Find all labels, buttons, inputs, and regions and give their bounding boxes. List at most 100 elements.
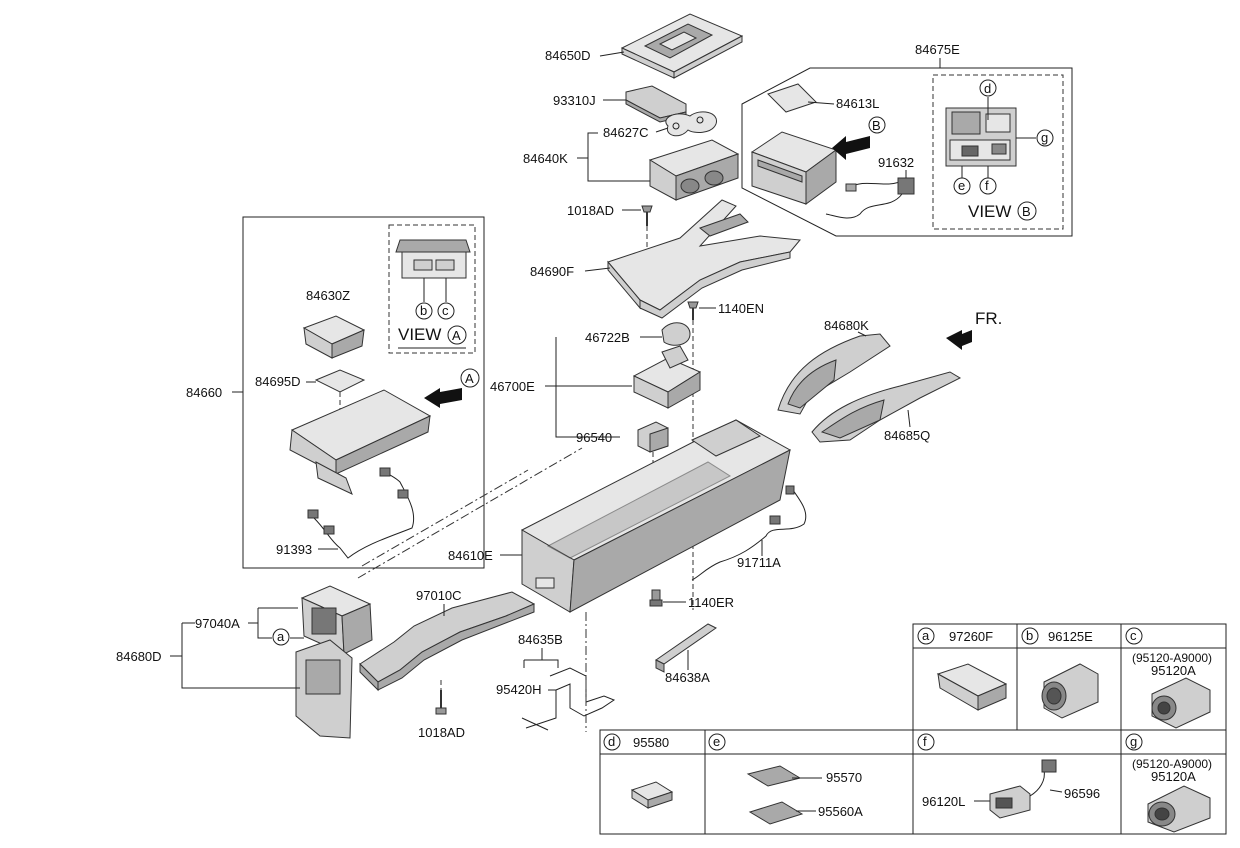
svg-text:A: A xyxy=(452,328,461,343)
svg-text:g: g xyxy=(1130,734,1137,749)
fr-arrow xyxy=(946,330,972,350)
bolt-1018AD-bottom xyxy=(435,690,447,715)
panel-84680D xyxy=(295,639,353,739)
bolt-1018AD-top xyxy=(641,205,653,226)
callout-f-viewB: f xyxy=(979,177,997,195)
label-84635B: 84635B xyxy=(518,632,563,647)
harness-91711A xyxy=(691,485,807,581)
label-46700E: 46700E xyxy=(490,379,535,394)
svg-text:g: g xyxy=(1041,130,1048,145)
viewB-part xyxy=(945,107,1017,167)
mat-84627C xyxy=(665,111,717,137)
panel-84685Q xyxy=(811,371,962,443)
svg-text:e: e xyxy=(713,734,720,749)
svg-text:B: B xyxy=(872,118,881,133)
label-97010C: 97010C xyxy=(416,588,462,603)
arrow-B-view xyxy=(832,136,870,160)
bracket-84638A xyxy=(655,623,717,673)
label-84695D: 84695D xyxy=(255,374,301,389)
panel-84680K xyxy=(777,333,891,415)
table-g-part: 95120A xyxy=(1151,769,1196,784)
label-84660: 84660 xyxy=(186,385,222,400)
label-91632: 91632 xyxy=(878,155,914,170)
label-84627C: 84627C xyxy=(603,125,649,140)
table-g-sub: (95120-A9000) xyxy=(1132,757,1212,771)
label-91393: 91393 xyxy=(276,542,312,557)
tray-84630Z xyxy=(302,315,366,359)
svg-text:c: c xyxy=(442,303,449,318)
label-97040A: 97040A xyxy=(195,616,240,631)
sheet-84613L xyxy=(767,83,817,113)
bolt-1140ER xyxy=(649,589,663,607)
svg-text:A: A xyxy=(465,371,474,386)
pad-84695D xyxy=(314,369,366,393)
svg-text:d: d xyxy=(984,81,991,96)
table-cell-d: d 95580 xyxy=(603,733,674,809)
callout-A-view: A xyxy=(447,325,467,345)
label-84630Z: 84630Z xyxy=(306,288,350,303)
table-d-part: 95580 xyxy=(633,735,669,750)
switch-96540 xyxy=(637,421,669,453)
callout-A-arrow: A xyxy=(424,368,480,408)
callout-g-viewB: g xyxy=(1036,129,1054,147)
harness-91632 xyxy=(825,177,915,219)
view-b-label: VIEW xyxy=(968,202,1011,221)
label-1140ER: 1140ER xyxy=(688,595,734,610)
table-c-part: 95120A xyxy=(1151,663,1196,678)
table-e-part1: 95570 xyxy=(826,770,862,785)
svg-text:e: e xyxy=(958,178,965,193)
bracket-95420H xyxy=(521,667,616,731)
label-96540: 96540 xyxy=(576,430,612,445)
label-84685Q: 84685Q xyxy=(884,428,930,443)
table-c-sub: (95120-A9000) xyxy=(1132,651,1212,665)
label-1018AD-bottom: 1018AD xyxy=(418,725,465,740)
callout-e-viewB: e xyxy=(953,177,971,195)
svg-text:f: f xyxy=(985,178,989,193)
label-91711A: 91711A xyxy=(737,555,781,570)
table-f-part1: 96120L xyxy=(922,794,965,809)
table-cell-b: b 96125E xyxy=(1021,627,1099,719)
duct-97010C xyxy=(359,591,536,692)
table-cell-f: f 96120L 96596 xyxy=(917,733,1100,819)
label-84680K: 84680K xyxy=(824,318,869,333)
label-84610E: 84610E xyxy=(448,548,493,563)
shifter-46700E xyxy=(632,345,702,409)
vent-97040A xyxy=(300,585,373,655)
label-84638A: 84638A xyxy=(665,670,710,685)
label-1140EN: 1140EN xyxy=(718,301,764,316)
table-cell-a: a 97260F xyxy=(917,627,1008,711)
callout-B-view: B xyxy=(1017,201,1037,221)
svg-text:B: B xyxy=(1022,204,1031,219)
harness-91393 xyxy=(307,467,414,559)
svg-text:f: f xyxy=(923,734,927,749)
label-95420H: 95420H xyxy=(496,682,542,697)
tray-84675E xyxy=(750,131,838,205)
table-cell-c: c (95120-A9000) 95120A xyxy=(1125,627,1212,729)
table-f-part2: 96596 xyxy=(1064,786,1100,801)
label-fr: FR. xyxy=(975,309,1002,328)
label-1018AD-top: 1018AD xyxy=(567,203,614,218)
viewA-part xyxy=(395,239,471,302)
svg-text:a: a xyxy=(922,628,930,643)
label-84675E: 84675E xyxy=(915,42,960,57)
label-93310J: 93310J xyxy=(553,93,596,108)
bezel-84650D xyxy=(620,13,744,79)
viewB-box xyxy=(932,74,1064,230)
label-84680D: 84680D xyxy=(116,649,162,664)
table-cell-g: g (95120-A9000) 95120A xyxy=(1125,733,1212,833)
cupholder-84640K xyxy=(648,139,740,201)
callout-d-viewB: d xyxy=(979,79,997,97)
svg-text:b: b xyxy=(1026,628,1033,643)
table-e-part2: 95560A xyxy=(818,804,863,819)
label-84640K: 84640K xyxy=(523,151,568,166)
cover-84690F xyxy=(607,199,801,319)
table-a-part: 97260F xyxy=(949,629,993,644)
label-84650D: 84650D xyxy=(545,48,591,63)
svg-text:a: a xyxy=(277,629,285,644)
label-84690F: 84690F xyxy=(530,264,574,279)
svg-text:c: c xyxy=(1130,628,1137,643)
callout-b-viewA: b xyxy=(415,302,433,320)
armrest-84660 xyxy=(289,389,432,495)
callout-c-viewA: c xyxy=(437,302,455,320)
